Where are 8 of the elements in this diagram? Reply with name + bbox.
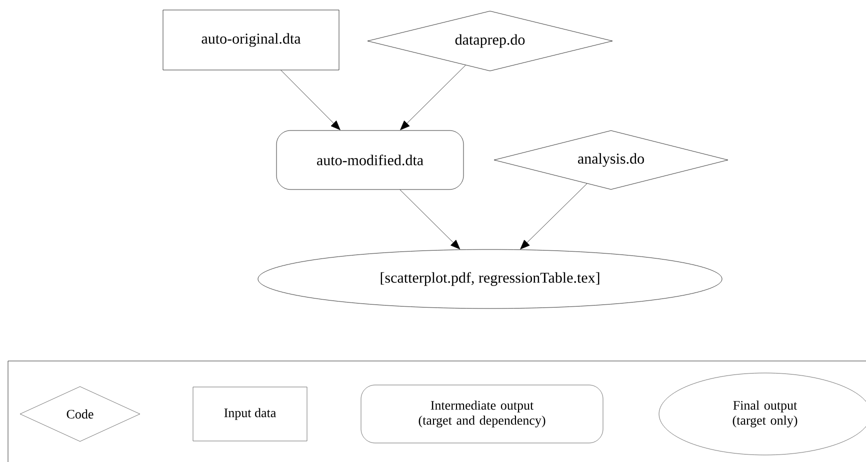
arrow (400, 190, 460, 250)
legend-input-data-box: Input data (192, 386, 308, 442)
intermediate-output-box: auto-modified.dta (276, 130, 464, 190)
legend-intermediate-output-box: Intermediate output (target and dependency) (360, 384, 604, 444)
arrow (280, 70, 340, 130)
arrow (400, 65, 466, 130)
arrow (520, 183, 588, 250)
input-data-box: auto-original.dta (162, 10, 340, 70)
